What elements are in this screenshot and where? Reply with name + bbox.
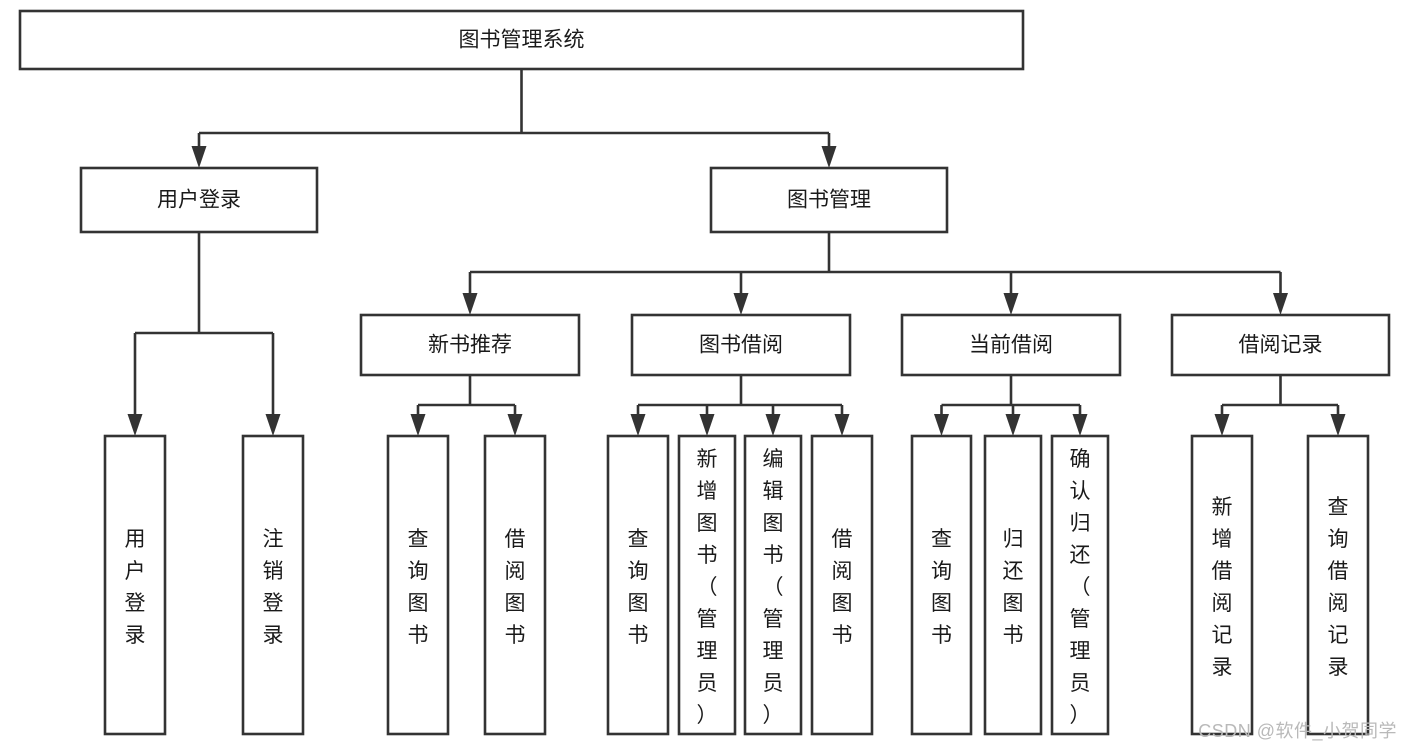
node-leaf-4-label: 查询图书 (628, 528, 649, 647)
node-leaf-9-rect (983, 434, 1043, 736)
node-leaf-0[interactable]: 用户登录 (103, 434, 167, 736)
grp-arrow-图书借阅-1-head (699, 414, 715, 436)
node-l3-1[interactable]: 图书借阅 (630, 313, 852, 377)
node-leaf-3-label: 借阅图书 (505, 528, 526, 647)
connectors (127, 69, 1346, 436)
mgr-to-l3-3-head (1273, 293, 1288, 315)
grp-arrow-图书借阅-2-head (765, 414, 781, 436)
grp-arrow-新书推荐-1-head (507, 414, 523, 436)
node-l3-2[interactable]: 当前借阅 (900, 313, 1122, 377)
node-l2-0[interactable]: 用户登录 (79, 166, 319, 234)
node-leaf-1-label: 注销登录 (263, 528, 284, 647)
node-leaf-8-label: 查询图书 (931, 528, 952, 647)
node-l2-0-rect (79, 166, 319, 234)
node-leaf-9[interactable]: 归还图书 (983, 434, 1043, 736)
node-l3-2-label: 当前借阅 (969, 334, 1053, 357)
grp-arrow-用户登录-0-head (127, 414, 143, 436)
node-leaf-10-label: 确认归还（管理员） (1070, 448, 1091, 727)
grp-arrow-当前借阅-0-head (934, 414, 949, 436)
node-leaf-7[interactable]: 借阅图书 (810, 434, 874, 736)
grp-arrow-图书借阅-3-head (834, 414, 850, 436)
grp-arrow-新书推荐-0-head (410, 414, 426, 436)
node-l2-1-label: 图书管理 (787, 189, 871, 212)
node-leaf-4-rect (606, 434, 670, 736)
mgr-to-l3-1-head (733, 293, 749, 315)
nodes: 图书管理系统用户登录图书管理新书推荐图书借阅当前借阅借阅记录用户登录注销登录查询… (18, 9, 1391, 736)
grp-arrow-借阅记录-0-head (1214, 414, 1230, 436)
node-l2-1[interactable]: 图书管理 (709, 166, 949, 234)
node-leaf-6-label: 编辑图书（管理员） (763, 448, 784, 727)
root-to-l2-0-head (191, 146, 207, 168)
node-leaf-11-label: 新增借阅记录 (1212, 496, 1233, 679)
node-leaf-3-rect (483, 434, 547, 736)
node-leaf-5-label: 新增图书（管理员） (697, 448, 718, 727)
node-leaf-10[interactable]: 确认归还（管理员） (1050, 434, 1110, 736)
node-leaf-8-rect (910, 434, 973, 736)
node-leaf-10-rect (1050, 434, 1110, 736)
node-root-system-label: 图书管理系统 (459, 29, 585, 52)
node-leaf-8[interactable]: 查询图书 (910, 434, 973, 736)
node-leaf-2-label: 查询图书 (408, 528, 429, 647)
node-leaf-6[interactable]: 编辑图书（管理员） (743, 434, 803, 736)
node-l3-0[interactable]: 新书推荐 (359, 313, 581, 377)
node-l3-1-rect (630, 313, 852, 377)
mgr-to-l3-2-head (1003, 293, 1019, 315)
node-leaf-4[interactable]: 查询图书 (606, 434, 670, 736)
node-leaf-7-label: 借阅图书 (832, 528, 853, 647)
grp-arrow-用户登录-1-head (265, 414, 281, 436)
node-leaf-1-rect (241, 434, 305, 736)
node-l3-3-label: 借阅记录 (1239, 334, 1323, 357)
grp-arrow-当前借阅-1-head (1005, 414, 1021, 436)
node-leaf-7-rect (810, 434, 874, 736)
node-l2-1-rect (709, 166, 949, 234)
node-leaf-5[interactable]: 新增图书（管理员） (677, 434, 737, 736)
node-l3-3-rect (1170, 313, 1391, 377)
node-leaf-11-rect (1190, 434, 1254, 736)
node-leaf-5-rect (677, 434, 737, 736)
node-leaf-2[interactable]: 查询图书 (386, 434, 450, 736)
node-l2-0-label: 用户登录 (157, 189, 241, 212)
node-l3-1-label: 图书借阅 (699, 334, 783, 357)
node-root-system[interactable]: 图书管理系统 (18, 9, 1025, 71)
node-root-system-rect (18, 9, 1025, 71)
node-leaf-11[interactable]: 新增借阅记录 (1190, 434, 1254, 736)
node-leaf-3[interactable]: 借阅图书 (483, 434, 547, 736)
node-l3-0-label: 新书推荐 (428, 334, 512, 357)
node-l3-3[interactable]: 借阅记录 (1170, 313, 1391, 377)
node-leaf-1[interactable]: 注销登录 (241, 434, 305, 736)
node-leaf-9-label: 归还图书 (1003, 528, 1024, 647)
node-l3-2-rect (900, 313, 1122, 377)
node-leaf-6-rect (743, 434, 803, 736)
node-leaf-12-label: 查询借阅记录 (1328, 496, 1349, 679)
mgr-to-l3-0-head (462, 293, 478, 315)
node-leaf-0-rect (103, 434, 167, 736)
grp-arrow-图书借阅-0-head (630, 414, 646, 436)
node-l3-0-rect (359, 313, 581, 377)
node-leaf-2-rect (386, 434, 450, 736)
node-leaf-0-label: 用户登录 (125, 528, 146, 647)
grp-arrow-当前借阅-2-head (1072, 414, 1088, 436)
grp-arrow-借阅记录-1-head (1330, 414, 1346, 436)
root-to-l2-1-head (821, 146, 837, 168)
node-leaf-12-rect (1306, 434, 1370, 736)
node-leaf-12[interactable]: 查询借阅记录 (1306, 434, 1370, 736)
